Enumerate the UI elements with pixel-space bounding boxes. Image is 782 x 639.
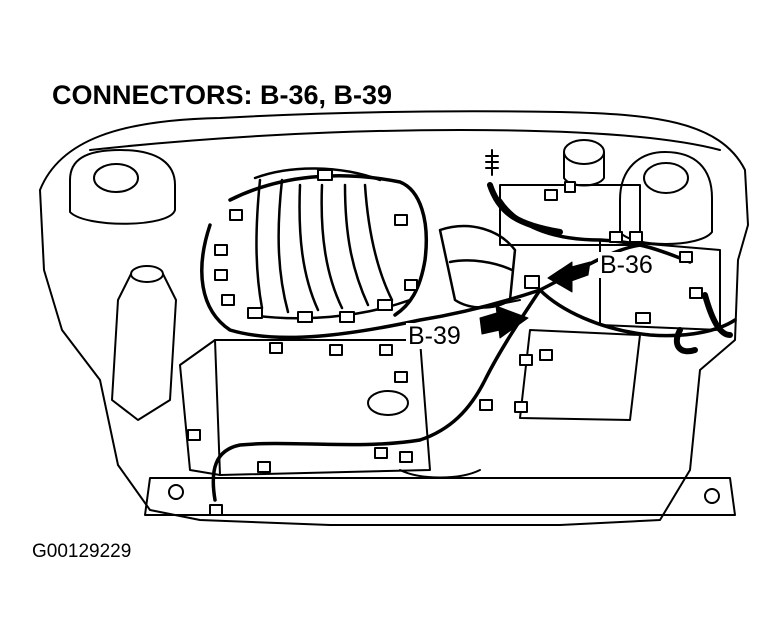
washer-tank xyxy=(111,265,177,421)
engine-bay-outline xyxy=(39,110,749,526)
engine-block xyxy=(179,339,431,476)
dipstick xyxy=(485,149,499,176)
diagram-title: CONNECTORS: B-36, B-39 xyxy=(52,80,393,110)
right-strut-tower xyxy=(619,151,713,245)
left-strut-tower xyxy=(69,149,176,225)
callout-b36: B-36 xyxy=(598,251,655,279)
reservoir-cap xyxy=(563,139,605,187)
air-intake-duct xyxy=(438,224,517,309)
callout-b39: B-39 xyxy=(406,322,463,350)
upper-cowl-line xyxy=(89,129,721,151)
b36-pointer-arrow xyxy=(547,261,591,293)
intake-manifold xyxy=(248,167,412,320)
front-crossmember xyxy=(144,469,736,516)
figure-id: G00129229 xyxy=(32,541,132,562)
coolant-hoses xyxy=(487,182,733,355)
b39-leader-line xyxy=(431,299,521,319)
b39-pointer-arrow xyxy=(479,305,529,339)
wiring-harness xyxy=(200,174,737,502)
harness-connectors xyxy=(187,169,703,516)
